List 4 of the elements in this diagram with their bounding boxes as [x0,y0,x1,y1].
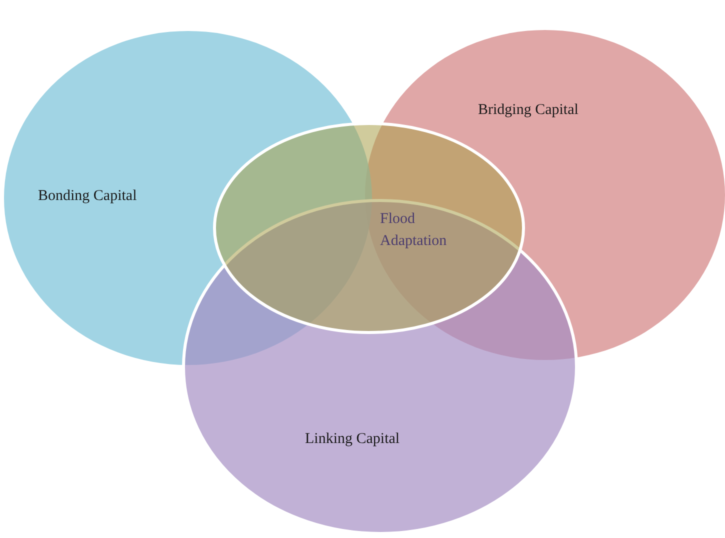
circle-label: Linking Capital [305,431,400,448]
circle-label: Bridging Capital [478,102,578,119]
circle-label: Flood Adaptation [380,210,448,251]
circle-label: Bonding Capital [38,188,137,205]
